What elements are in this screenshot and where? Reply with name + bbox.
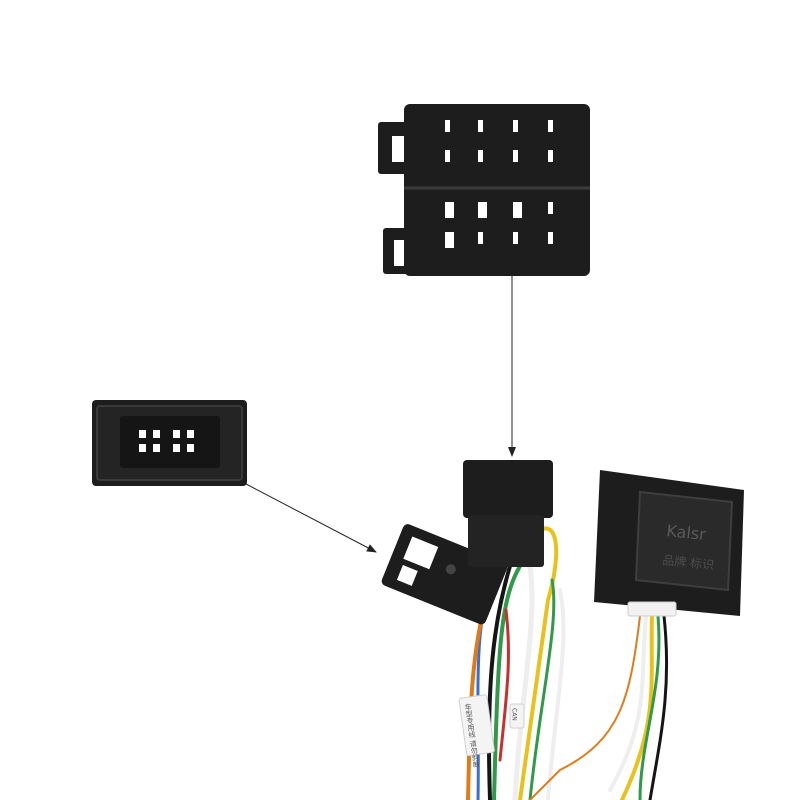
iso-pin bbox=[548, 120, 553, 132]
canbus-box-lid bbox=[634, 490, 734, 592]
iso-pin bbox=[513, 150, 518, 162]
wire bbox=[518, 526, 559, 800]
small-connector-pin bbox=[187, 444, 194, 452]
harness-iso-plug bbox=[463, 460, 553, 567]
wire bbox=[528, 578, 556, 800]
cable-tag: 车型专用线 请勿剪断 bbox=[458, 694, 495, 770]
iso-pin bbox=[445, 150, 450, 162]
small-connector bbox=[92, 400, 247, 486]
small-connector-pin bbox=[187, 430, 194, 438]
wire bbox=[620, 614, 654, 800]
iso-pin bbox=[478, 120, 483, 132]
iso-latch-top-slot bbox=[392, 136, 406, 162]
iso-pin bbox=[445, 120, 450, 132]
iso-pin-grid bbox=[445, 120, 553, 248]
iso-pin bbox=[445, 232, 454, 248]
iso-latch-bottom-slot bbox=[394, 240, 406, 266]
wire bbox=[492, 564, 522, 800]
small-connector-socket bbox=[120, 416, 220, 468]
harness-plug-slot-2 bbox=[396, 565, 418, 586]
cable-tag-2-text: CAN bbox=[511, 708, 518, 721]
harness-plug bbox=[381, 524, 508, 625]
small-connector-pin-grid bbox=[139, 430, 194, 452]
small-connector-pin bbox=[139, 430, 146, 438]
cable-tag-body bbox=[458, 694, 495, 757]
canbus-box-label: Kalsr bbox=[666, 521, 708, 544]
canbus-box-sublabel: 品牌 标识 bbox=[662, 553, 715, 572]
iso-pin bbox=[513, 120, 518, 132]
wire bbox=[608, 614, 648, 792]
wire bbox=[498, 608, 510, 762]
canbus-box-port bbox=[627, 601, 677, 617]
small-connector-pin bbox=[153, 430, 160, 438]
harness-plug-slot bbox=[403, 536, 439, 570]
wire bbox=[546, 588, 566, 800]
cable-tag-2: CAN bbox=[509, 703, 525, 729]
cable-tag-2-body bbox=[509, 703, 525, 729]
iso-pin bbox=[478, 150, 483, 162]
iso-connector bbox=[378, 104, 590, 276]
harness-plug-latch bbox=[445, 564, 456, 575]
iso-pin bbox=[513, 202, 522, 218]
small-connector-pin bbox=[173, 444, 180, 452]
iso-pin bbox=[513, 232, 518, 244]
harness-iso-plug-head bbox=[463, 460, 553, 518]
pointer-line-small bbox=[245, 483, 377, 553]
iso-pin bbox=[478, 232, 483, 244]
wire bbox=[648, 614, 669, 800]
iso-pin bbox=[548, 150, 553, 162]
small-connector-pin bbox=[139, 444, 146, 452]
wire bbox=[529, 615, 641, 800]
iso-pin bbox=[548, 202, 553, 214]
harness-iso-plug-neck bbox=[468, 515, 544, 567]
small-connector-pin bbox=[153, 444, 160, 452]
wire bbox=[638, 614, 661, 800]
wire bbox=[512, 563, 535, 800]
iso-pin bbox=[445, 202, 454, 218]
canbus-box: Kalsr 品牌 标识 bbox=[594, 470, 744, 617]
iso-pin bbox=[478, 202, 487, 218]
small-connector-pin bbox=[173, 430, 180, 438]
iso-body bbox=[404, 104, 590, 276]
iso-pin bbox=[548, 232, 553, 244]
wire bbox=[486, 564, 512, 800]
